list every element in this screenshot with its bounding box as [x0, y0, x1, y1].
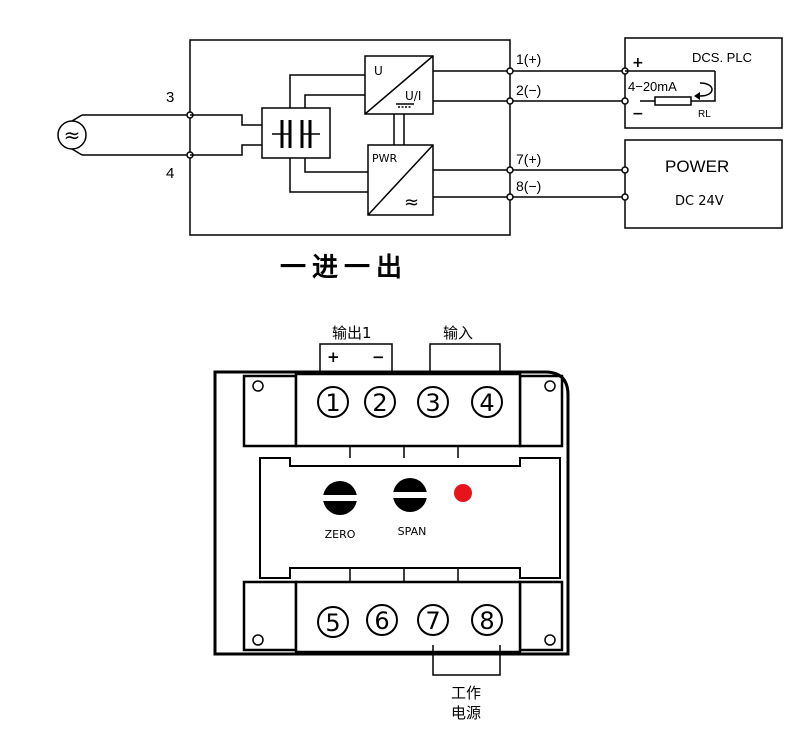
isolator-enclosure [189, 39, 511, 236]
power-supply-box [624, 139, 783, 229]
terminal-node-7 [506, 166, 514, 174]
terminal-label-4: 4 [166, 165, 174, 182]
terminal-label-1: 1(+) [516, 51, 541, 67]
terminal-2 [364, 386, 396, 418]
input-label: 输入 [443, 324, 473, 342]
terminal-node-1 [506, 67, 514, 75]
module-front-view: 输出1 + − 输入 1 2 3 4 [213, 324, 570, 722]
output-minus: − [372, 348, 385, 366]
dcs-signal-label: 4−20mA [628, 79, 677, 94]
power-module [367, 144, 434, 216]
terminal-label-2: 2(−) [516, 82, 541, 98]
isolation-barrier [261, 107, 331, 159]
mount-hole-top-right [544, 380, 556, 392]
output-plus: + [327, 348, 340, 366]
terminal-label-3: 3 [166, 89, 174, 106]
current-loop-arrow [699, 82, 713, 97]
output-bracket [319, 343, 393, 376]
terminal-5 [317, 606, 349, 638]
adjustment-panel [259, 457, 561, 579]
terminal-4-number: 4 [479, 389, 494, 417]
load-label: RL [698, 109, 711, 120]
power-label-line2: 电源 [451, 704, 481, 722]
terminal-6 [366, 604, 398, 636]
mount-hole-bottom-right [544, 634, 556, 646]
mount-hole-top-left [252, 380, 264, 392]
converter-u-label: U [374, 64, 383, 78]
status-led [454, 484, 472, 502]
power-label-line1: 工作 [451, 684, 481, 702]
power-spec: DC 24V [675, 194, 724, 209]
top-terminals: 1 2 3 4 [317, 386, 503, 418]
terminal-1-number: 1 [325, 389, 340, 417]
span-label: SPAN [398, 525, 427, 538]
zero-potentiometer[interactable] [323, 481, 357, 515]
terminal-5-number: 5 [325, 609, 340, 637]
terminal-4 [471, 386, 503, 418]
span-knob-slot [393, 492, 427, 498]
bottom-terminals: 5 6 7 8 [317, 604, 503, 638]
terminal-3 [417, 386, 449, 418]
terminal-7 [417, 604, 449, 636]
terminal-label-8: 8(−) [516, 178, 541, 194]
span-potentiometer[interactable] [393, 478, 427, 512]
terminal-2-number: 2 [372, 389, 387, 417]
zero-label: ZERO [325, 528, 356, 541]
diagram-caption: 一进一出 [280, 253, 408, 283]
mount-hole-bottom-left [252, 634, 264, 646]
converter-ui-label: U/I [405, 89, 421, 103]
bottom-terminal-block [294, 580, 522, 654]
terminal-node-8 [506, 193, 514, 201]
terminal-1 [317, 386, 349, 418]
output-1-label: 输出1 [332, 324, 372, 342]
terminal-7-number: 7 [425, 607, 440, 635]
zero-knob-slot [323, 495, 357, 501]
dcs-plc-box [624, 37, 783, 129]
dcs-plc-title: DCS. PLC [692, 50, 752, 65]
pwr-label: PWR [372, 152, 398, 165]
load-resistor [654, 96, 692, 106]
dcs-plus: + [632, 55, 644, 71]
terminal-3-number: 3 [425, 389, 440, 417]
ac-source-glyph: ≈ [64, 123, 81, 147]
terminal-8-number: 8 [479, 607, 494, 635]
dcs-minus: − [632, 106, 644, 122]
pwr-wave-glyph: ≈ [404, 192, 419, 213]
terminal-8 [471, 604, 503, 636]
terminal-label-7: 7(+) [516, 151, 541, 167]
power-title: POWER [665, 157, 729, 176]
terminal-6-number: 6 [374, 607, 389, 635]
top-terminal-block [294, 372, 522, 448]
signal-converter [364, 55, 434, 115]
isolator-schematic: ≈ 3 4 U U/I [57, 37, 783, 283]
input-bracket [429, 343, 501, 376]
terminal-node-2 [506, 97, 514, 105]
power-bracket [432, 645, 501, 676]
